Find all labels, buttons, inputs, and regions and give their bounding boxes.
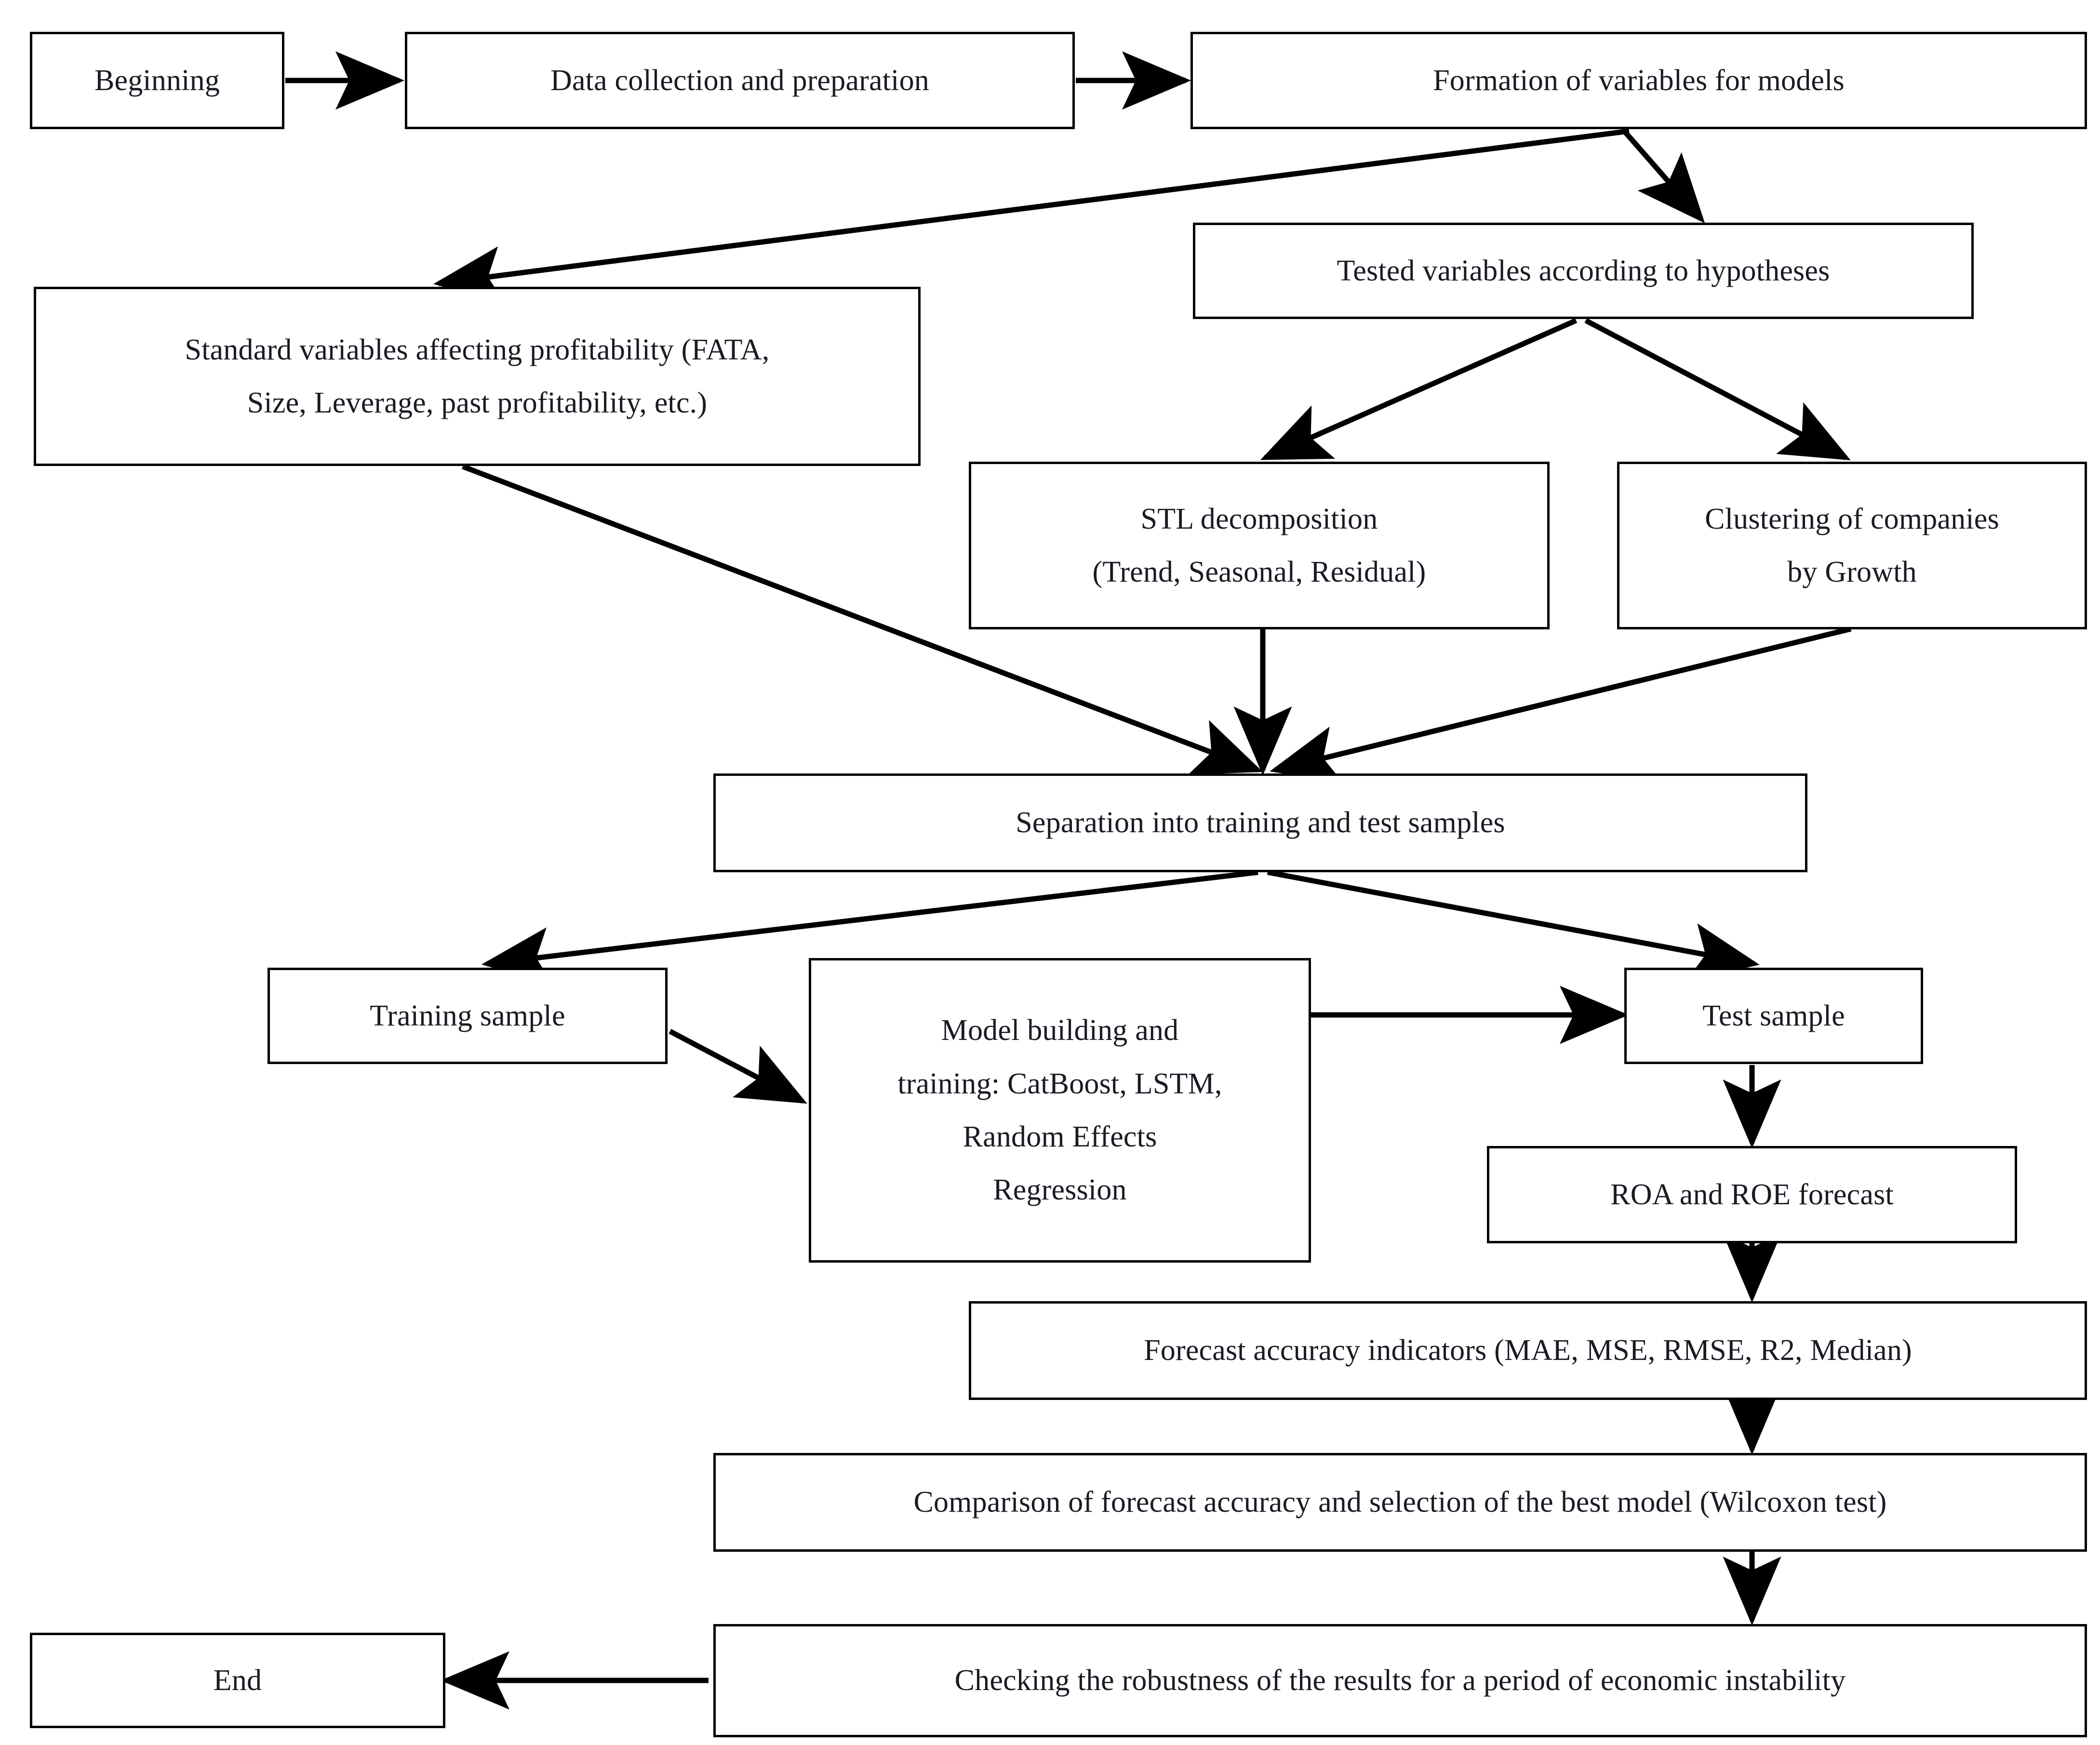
node-standard-variables[interactable]: Standard variables affecting profitabili…: [34, 287, 921, 466]
node-roa-roe-forecast-label: ROA and ROE forecast: [1610, 1178, 1894, 1211]
node-forecast-accuracy-label: Forecast accuracy indicators (MAE, MSE, …: [1144, 1334, 1912, 1367]
node-end[interactable]: End: [30, 1633, 445, 1728]
edge-separation-to-training-sample: [482, 869, 1258, 986]
node-tested-variables[interactable]: Tested variables according to hypotheses: [1193, 223, 1974, 319]
node-end-label: End: [213, 1664, 262, 1697]
node-clustering[interactable]: Clustering of companies by Growth: [1617, 462, 2087, 629]
edge-clustering-to-separation: [1270, 626, 1852, 784]
node-standard-variables-label: Standard variables affecting profitabili…: [185, 333, 770, 419]
node-roa-roe-forecast[interactable]: ROA and ROE forecast: [1487, 1146, 2017, 1243]
node-beginning[interactable]: Beginning: [30, 32, 284, 129]
edge-training-sample-to-model-building: [669, 1029, 807, 1104]
node-formation-of-variables[interactable]: Formation of variables for models: [1190, 32, 2087, 129]
node-forecast-accuracy[interactable]: Forecast accuracy indicators (MAE, MSE, …: [969, 1301, 2087, 1400]
edge-formation-to-tested-variables: [1622, 129, 1705, 224]
node-clustering-label: Clustering of companies by Growth: [1705, 502, 1999, 588]
node-test-sample-label: Test sample: [1702, 999, 1845, 1032]
node-checking-robustness-label: Checking the robustness of the results f…: [954, 1664, 1846, 1697]
node-test-sample[interactable]: Test sample: [1624, 968, 1923, 1064]
node-comparison-label: Comparison of forecast accuracy and sele…: [913, 1486, 1887, 1519]
node-beginning-label: Beginning: [94, 64, 220, 97]
node-tested-variables-label: Tested variables according to hypotheses: [1337, 254, 1830, 287]
edge-separation-to-test-sample: [1267, 869, 1760, 981]
node-training-sample[interactable]: Training sample: [268, 968, 668, 1064]
node-separation-label: Separation into training and test sample…: [1016, 806, 1505, 839]
node-stl-decomposition-label: STL decomposition (Trend, Seasonal, Resi…: [1092, 502, 1426, 588]
node-model-building-label: Model building and training: CatBoost, L…: [897, 1014, 1222, 1207]
node-stl-decomposition[interactable]: STL decomposition (Trend, Seasonal, Resi…: [969, 462, 1550, 629]
edge-tested-to-clustering: [1584, 318, 1851, 461]
node-separation[interactable]: Separation into training and test sample…: [713, 773, 1807, 872]
node-model-building[interactable]: Model building and training: CatBoost, L…: [809, 958, 1311, 1263]
edge-tested-to-stl: [1260, 318, 1578, 461]
node-checking-robustness[interactable]: Checking the robustness of the results f…: [713, 1624, 2087, 1737]
node-data-collection-label: Data collection and preparation: [550, 64, 929, 97]
node-training-sample-label: Training sample: [370, 999, 565, 1032]
node-data-collection[interactable]: Data collection and preparation: [405, 32, 1075, 129]
node-formation-of-variables-label: Formation of variables for models: [1433, 64, 1845, 97]
node-comparison[interactable]: Comparison of forecast accuracy and sele…: [713, 1453, 2087, 1552]
